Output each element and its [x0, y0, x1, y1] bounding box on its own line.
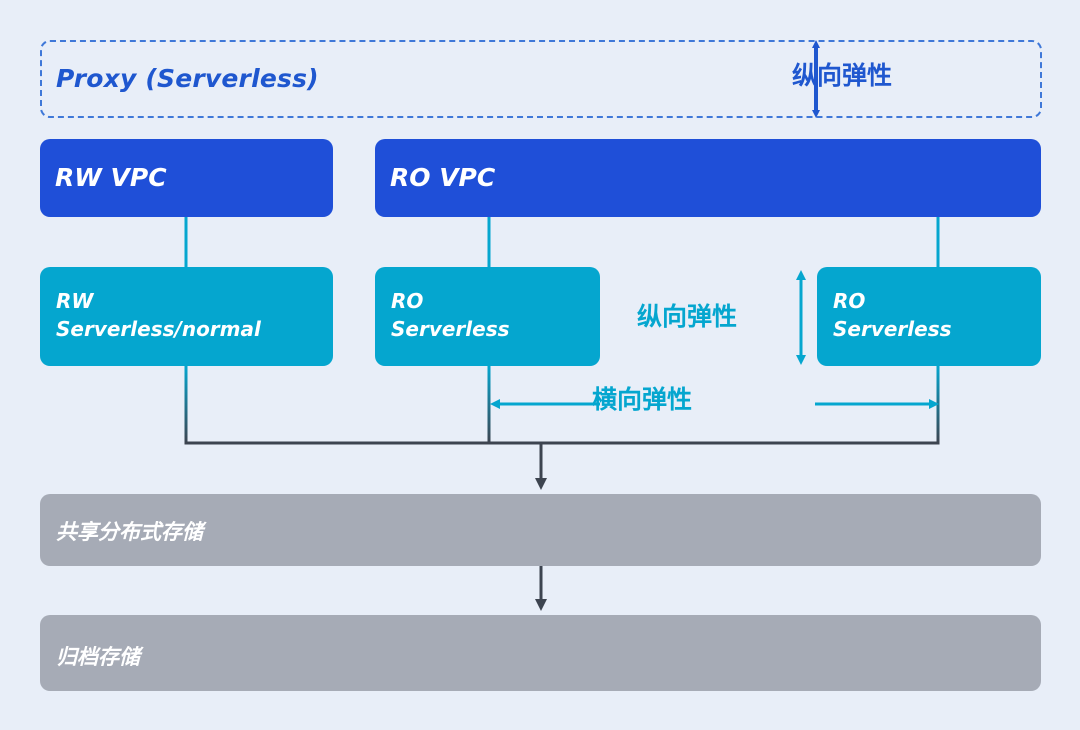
- rw-vpc-label: RW VPC: [55, 163, 167, 192]
- rw-vpc-box: RW VPC: [40, 139, 333, 217]
- ro-node-1-line2: Serverless: [391, 317, 510, 341]
- ro-node-1-line1: RO: [391, 289, 424, 313]
- ro-vpc-label: RO VPC: [390, 163, 496, 192]
- archive-storage-label: 归档存储: [56, 645, 140, 669]
- rw-node-box: RW Serverless/normal: [40, 267, 333, 366]
- rw-node-line2: Serverless/normal: [56, 317, 261, 341]
- ro-node2-down-line: [936, 366, 940, 443]
- proxy-label: Proxy (Serverless): [56, 64, 319, 93]
- shared-storage-box: 共享分布式存储: [40, 494, 1041, 566]
- ro-node-1-box: RO Serverless: [375, 267, 600, 366]
- rw-node-down-line: [184, 366, 188, 443]
- ro-node1-down-line: [487, 366, 491, 443]
- ro-node-2-line1: RO: [833, 289, 866, 313]
- archive-storage-box: 归档存储: [40, 615, 1041, 691]
- shared-storage-label: 共享分布式存储: [56, 520, 203, 544]
- rw-node-line1: RW: [56, 289, 94, 313]
- ro-vertical-elastic-label: 纵向弹性: [637, 302, 738, 331]
- horizontal-elastic-label: 横向弹性: [592, 385, 693, 414]
- proxy-box: Proxy (Serverless) 纵向弹性: [40, 40, 1042, 118]
- ro-node-2-line2: Serverless: [833, 317, 952, 341]
- proxy-vertical-elastic-label: 纵向弹性: [792, 61, 893, 90]
- ro-vpc-box: RO VPC: [375, 139, 1041, 217]
- ro-node-2-box: RO Serverless: [817, 267, 1041, 366]
